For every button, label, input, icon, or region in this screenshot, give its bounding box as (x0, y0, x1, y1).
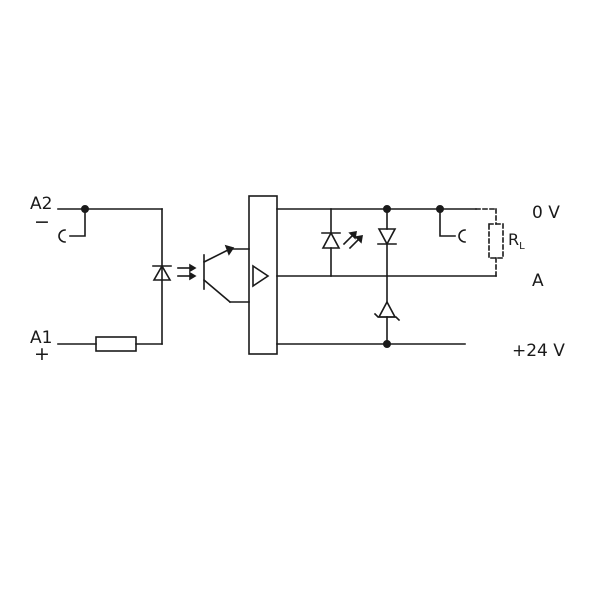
load-circuit (435, 205, 504, 277)
a2-socket-icon (58, 229, 66, 243)
zener-diode-triangle (377, 300, 397, 318)
a2-input-circuit (57, 205, 163, 345)
led-arrow-head-2 (189, 271, 197, 281)
a2-socket-lead (69, 208, 86, 237)
plus-24v-junction-dot (382, 339, 391, 348)
a1-label: A1 (30, 328, 53, 348)
status-led-icon (321, 208, 363, 277)
load-subscript: L (519, 241, 525, 252)
driver-block (248, 195, 278, 355)
a1-input-circuit (57, 336, 163, 352)
output-socket-lead (439, 208, 456, 237)
led-triangle (152, 264, 172, 281)
driver-box (248, 195, 278, 355)
phototransistor-icon (202, 244, 250, 304)
a1-polarity-label: + (34, 343, 50, 365)
load-symbol: R (508, 230, 520, 249)
load-resistor-icon (475, 208, 504, 277)
led-arrow-head-1 (189, 263, 197, 273)
status-led-ray-head-2 (354, 235, 363, 244)
a2-polarity-label: − (34, 211, 50, 233)
output-socket-icon (458, 229, 466, 243)
transistor-collector (202, 247, 232, 264)
protection-diodes (373, 205, 401, 348)
status-led-triangle (321, 231, 341, 249)
input-resistor (95, 336, 137, 352)
output-a-label: A (532, 271, 544, 291)
optocoupler-led-icon (152, 263, 197, 281)
transistor-arrow (224, 244, 235, 256)
zero-v-label: 0 V (532, 203, 560, 223)
load-label: RL (508, 232, 525, 252)
plus-24v-label: +24 V (512, 341, 565, 361)
a2-label: A2 (30, 194, 53, 214)
load-resistor-body (488, 223, 504, 259)
transistor-emitter (202, 278, 232, 304)
amplifier-triangle-icon (252, 264, 270, 288)
freewheel-diode-triangle (377, 228, 397, 246)
